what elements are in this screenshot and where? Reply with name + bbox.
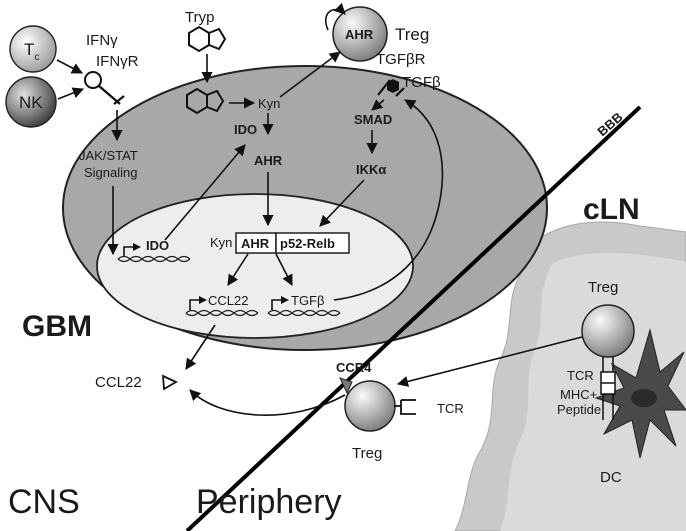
arrow-tc-to-receptor: [56, 59, 83, 74]
arrow-tgfb-gene-to-receptor: [333, 99, 444, 301]
tgfb-gene-dna: [267, 296, 341, 317]
ccl22-gene-dna: [185, 296, 259, 317]
treg-periphery-cell: [344, 380, 396, 432]
tc-cell: [9, 25, 57, 73]
ahr-cytoplasm-label: AHR: [254, 153, 283, 168]
treg-top-cell: [332, 6, 388, 62]
tcr-cln-label: TCR: [567, 368, 594, 383]
nk-cell: [5, 76, 57, 128]
arrow-ikka-to-p52: [319, 179, 365, 227]
ido-gene-dna: [117, 243, 191, 263]
ccl22-gene-label: CCL22: [208, 293, 248, 308]
mhc-peptide-label: MHC+Peptide: [557, 387, 601, 417]
tgfb-label: TGFβ: [402, 74, 441, 91]
arrow-complex-to-tgfb: [275, 253, 293, 286]
ifngr-receptor: [84, 71, 125, 105]
arrow-nk-to-receptor: [57, 87, 85, 100]
arrow-kyn-to-treg: [279, 51, 341, 98]
tryptophan-molecule-inside: [186, 87, 225, 115]
ido-gene-label: IDO: [146, 238, 169, 253]
tgfb-gene-label: TGFβ: [291, 293, 324, 308]
nucleus-kyn-label: Kyn: [210, 235, 232, 250]
bbb-line: [185, 105, 642, 531]
treg-cln-label: Treg: [588, 279, 618, 296]
p52-relb-box: [275, 232, 350, 254]
ido-enzyme-label: IDO: [234, 122, 257, 137]
treg-cln-cell: [581, 304, 635, 358]
arrow-ido-gene-to-ido: [164, 144, 246, 241]
dc-label: DC: [600, 469, 622, 486]
ahr-box-label: AHR: [241, 236, 270, 251]
nk-cell-label: NK: [19, 93, 43, 112]
arrow-receptor-to-smad: [371, 99, 385, 111]
arrow-treg-to-ccl22: [189, 389, 346, 416]
tcr-periphery-label: TCR: [437, 401, 464, 416]
ifngr-label: IFNγR: [96, 53, 139, 70]
nucleus: [96, 193, 414, 339]
smad-label: SMAD: [354, 112, 392, 127]
arrow-complex-to-ccl22: [227, 253, 249, 286]
periphery-label: Periphery: [196, 483, 342, 521]
tgfbr-label: TGFβR: [376, 51, 426, 68]
tc-cell-label: Tc: [24, 40, 39, 63]
lymph-node-inner-shape: [500, 253, 686, 531]
cns-label: CNS: [8, 483, 80, 521]
treg-top-ahr-label: AHR: [345, 27, 374, 42]
arrow-cln-treg-to-periphery: [396, 336, 583, 387]
tryptophan-molecule: [188, 25, 227, 53]
tgfb-receptor: [377, 79, 405, 97]
tcr-mhc-complex: [600, 357, 616, 420]
gbm-label: GBM: [22, 310, 92, 343]
ifng-label: IFNγ: [86, 32, 118, 49]
ccl22-secreted-label: CCL22: [95, 374, 142, 391]
ccl22-triangle: [161, 374, 178, 391]
tcr-periphery-receptor: [394, 399, 416, 415]
treg-self-loop-arrow: [325, 2, 346, 31]
ccr4-receptor: [339, 377, 353, 395]
ikka-label: IKKα: [356, 162, 386, 177]
treg-top-label: Treg: [395, 25, 429, 44]
ccr4-label: CCR4: [336, 360, 372, 375]
p52-relb-label: p52-Relb: [280, 236, 335, 251]
treg-periphery-label: Treg: [352, 445, 382, 462]
kyn-label: Kyn: [258, 96, 280, 111]
cln-label: cLN: [583, 193, 640, 226]
tryp-label: Tryp: [185, 9, 214, 26]
arrow-ccl22-gene-to-secreted: [185, 324, 216, 370]
